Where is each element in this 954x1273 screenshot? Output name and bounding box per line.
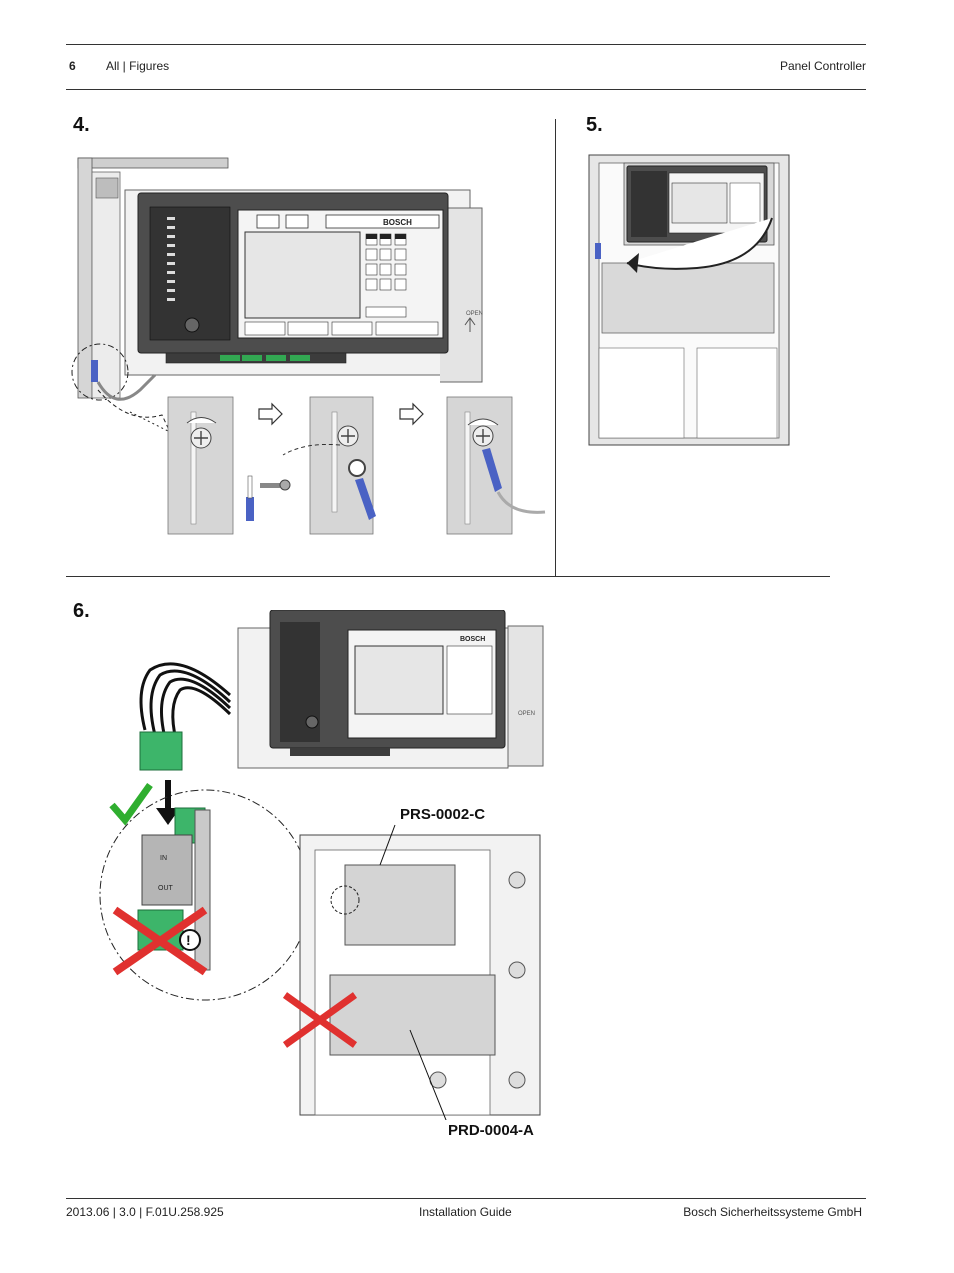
- header-bottom-rule: [66, 89, 866, 90]
- bosch-logo-text: BOSCH: [383, 218, 412, 227]
- footer-company: Bosch Sicherheitssysteme GmbH: [683, 1205, 862, 1219]
- svg-text:!: !: [186, 932, 191, 948]
- footer-rule: [66, 1198, 866, 1199]
- figure-6-panel-connector: OPEN BOSCH IN OUT !: [99, 610, 544, 1120]
- prs-module-label: PRS-0002-C: [400, 806, 486, 823]
- step-5-number: 5.: [586, 114, 603, 136]
- step-6-number: 6.: [73, 600, 90, 622]
- figure-4-panel-grounding: OPEN BOSCH: [71, 157, 546, 535]
- module-in-label: IN: [160, 855, 167, 862]
- step-4-number: 4.: [73, 114, 90, 136]
- bosch-logo-text-6: BOSCH: [460, 636, 485, 643]
- prd-module-label: PRD-0004-A: [448, 1122, 534, 1139]
- open-label-6: OPEN: [518, 711, 535, 717]
- module-out-label: OUT: [158, 885, 174, 892]
- footer-doc-type: Installation Guide: [419, 1205, 512, 1219]
- figure-5-enclosure-mount: [588, 154, 790, 446]
- open-label: OPEN: [466, 311, 483, 317]
- figure-divider-vertical: [555, 119, 556, 577]
- page-number: 6: [69, 59, 76, 73]
- header-section: All | Figures: [106, 59, 170, 73]
- footer-version: 2013.06 | 3.0 | F.01U.258.925: [66, 1205, 224, 1219]
- header-top-rule: [66, 44, 866, 45]
- header-title: Panel Controller: [779, 59, 866, 73]
- figure-divider-horizontal: [66, 576, 830, 577]
